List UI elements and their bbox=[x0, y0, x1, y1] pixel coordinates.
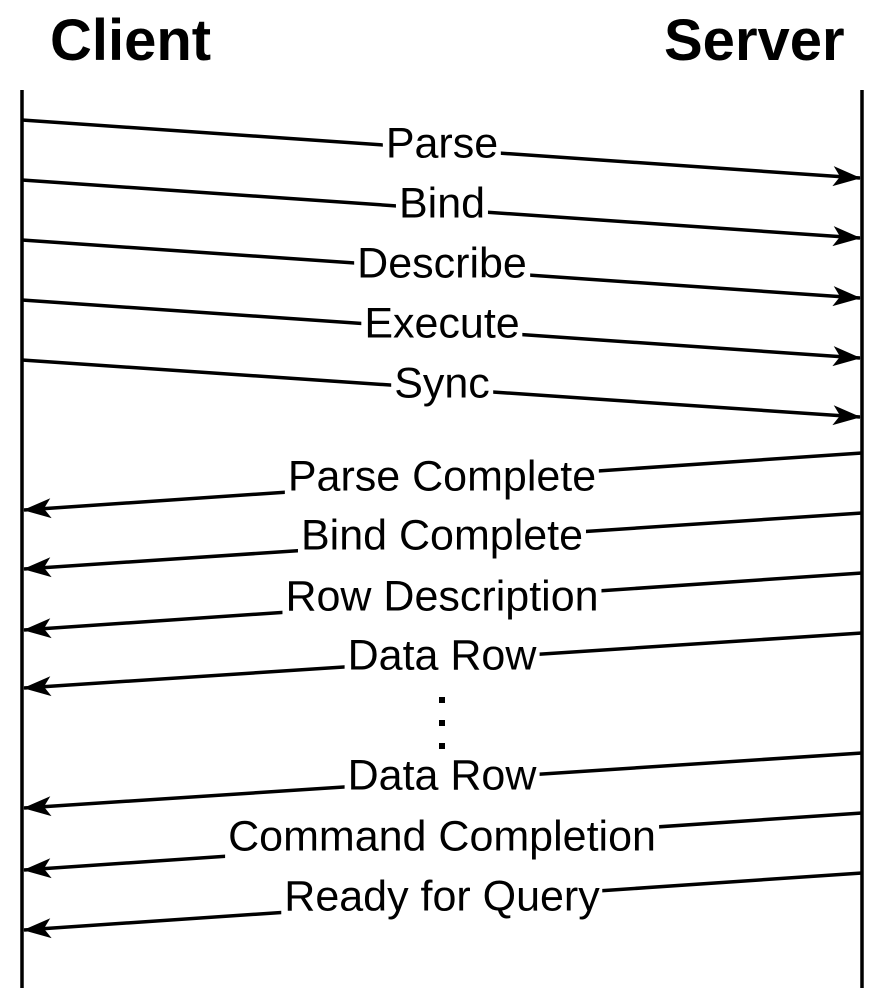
message-label-ready-for-query-11: Ready for Query bbox=[281, 873, 603, 920]
message-label-data-row-9: Data Row bbox=[344, 752, 540, 799]
ellipsis-dot bbox=[439, 720, 445, 726]
message-label-row-description-7: Row Description bbox=[282, 573, 602, 620]
message-label-sync-4: Sync bbox=[391, 360, 493, 407]
message-label-bind-complete-6: Bind Complete bbox=[297, 512, 587, 560]
ellipsis-dot bbox=[439, 743, 445, 749]
message-label-bind-1: Bind bbox=[395, 180, 489, 228]
vertical-ellipsis-icon bbox=[439, 697, 445, 749]
participant-client-label: Client bbox=[50, 8, 212, 73]
message-label-command-completion-10: Command Completion bbox=[225, 813, 659, 860]
ellipsis-dot bbox=[439, 697, 445, 703]
participant-server-label: Server bbox=[664, 8, 845, 73]
message-label-parse-complete-5: Parse Complete bbox=[284, 453, 600, 500]
message-label-parse-0: Parse bbox=[382, 120, 502, 168]
message-label-execute-3: Execute bbox=[361, 300, 523, 348]
message-label-data-row-8: Data Row bbox=[344, 632, 540, 679]
message-label-describe-2: Describe bbox=[354, 240, 530, 288]
